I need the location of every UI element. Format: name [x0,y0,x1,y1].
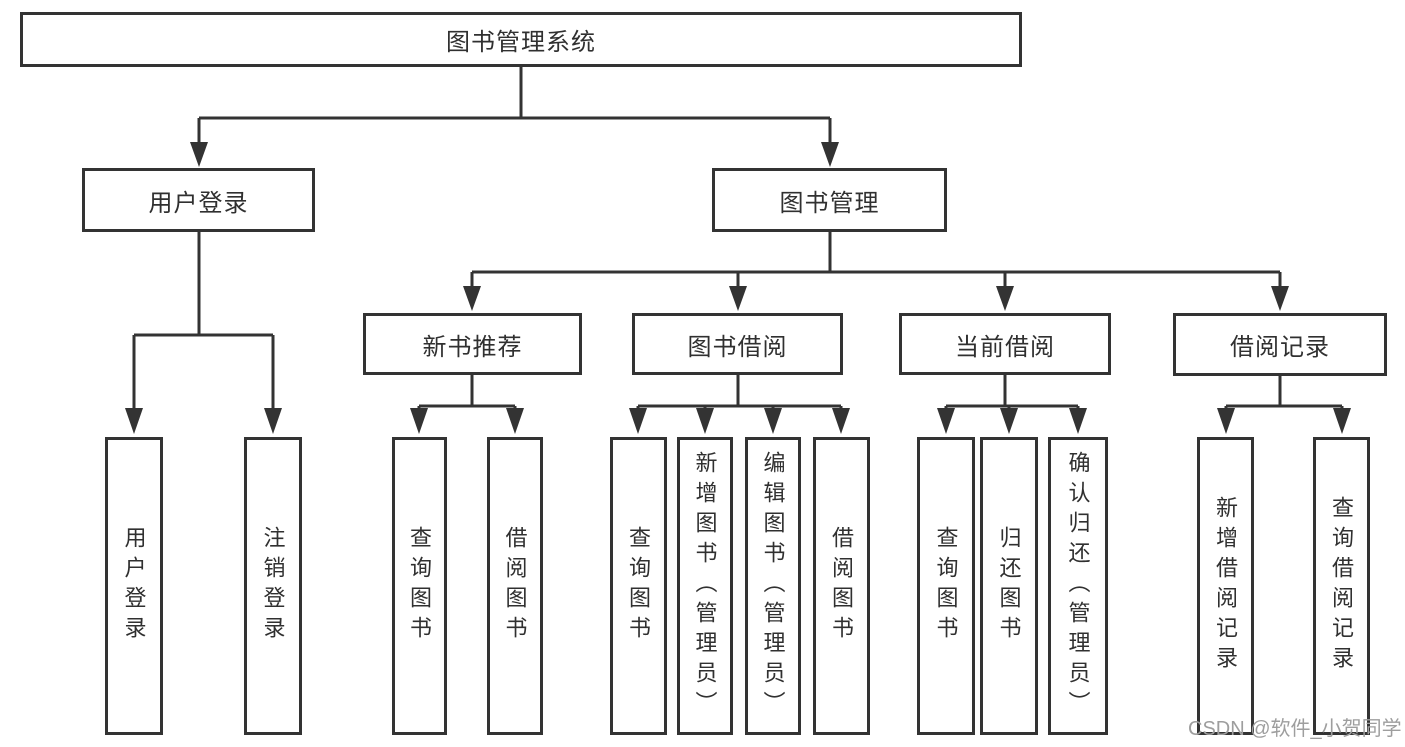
node-new-book-recommend: 新书推荐 [363,313,582,375]
leaf-logout-label: 注销登录 [260,526,286,646]
leaf-query-books-borrow-label: 查询图书 [626,526,652,646]
node-book-borrow: 图书借阅 [632,313,843,375]
leaf-return-books: 归还图书 [980,437,1038,735]
leaf-add-books-admin-label: 新增图书（管理员） [692,451,718,721]
node-library-system-label: 图书管理系统 [446,29,596,56]
leaf-add-books-admin: 新增图书（管理员） [677,437,733,735]
node-library-system: 图书管理系统 [20,12,1022,67]
leaf-add-borrow-record-label: 新增借阅记录 [1213,496,1239,676]
leaf-user-login-label: 用户登录 [121,526,147,646]
leaf-query-borrow-record: 查询借阅记录 [1313,437,1370,735]
arrowheads [125,142,1351,434]
leaf-query-books-recommend: 查询图书 [392,437,447,735]
leaf-query-books-borrow: 查询图书 [610,437,667,735]
node-book-borrow-label: 图书借阅 [687,333,788,361]
node-user-login: 用户登录 [82,168,315,232]
leaf-return-books-label: 归还图书 [996,526,1022,646]
leaf-query-borrow-record-label: 查询借阅记录 [1329,496,1355,676]
leaf-edit-books-admin: 编辑图书（管理员） [745,437,801,735]
node-current-borrow-label: 当前借阅 [955,333,1055,361]
csdn-watermark: CSDN @软件_小贺同学 [1188,718,1402,740]
leaf-query-books-recommend-label: 查询图书 [407,526,433,646]
node-current-borrow: 当前借阅 [899,313,1111,375]
leaf-confirm-return-admin: 确认归还（管理员） [1048,437,1108,735]
leaf-logout: 注销登录 [244,437,302,735]
leaf-edit-books-admin-label: 编辑图书（管理员） [760,451,786,721]
node-new-book-recommend-label: 新书推荐 [422,333,523,361]
node-book-management: 图书管理 [712,168,947,232]
leaf-query-books-current: 查询图书 [917,437,975,735]
node-borrow-records-label: 借阅记录 [1230,334,1330,361]
leaf-borrow-books-recommend-label: 借阅图书 [502,526,528,646]
leaf-add-borrow-record: 新增借阅记录 [1197,437,1254,735]
node-user-login-label: 用户登录 [148,189,249,217]
node-borrow-records: 借阅记录 [1173,313,1387,376]
leaf-confirm-return-admin-label: 确认归还（管理员） [1065,451,1091,721]
node-book-management-label: 图书管理 [779,189,880,217]
leaf-query-books-current-label: 查询图书 [933,526,959,646]
leaf-user-login: 用户登录 [105,437,163,735]
leaf-borrow-books: 借阅图书 [813,437,870,735]
leaf-borrow-books-recommend: 借阅图书 [487,437,543,735]
leaf-borrow-books-label: 借阅图书 [829,526,855,646]
